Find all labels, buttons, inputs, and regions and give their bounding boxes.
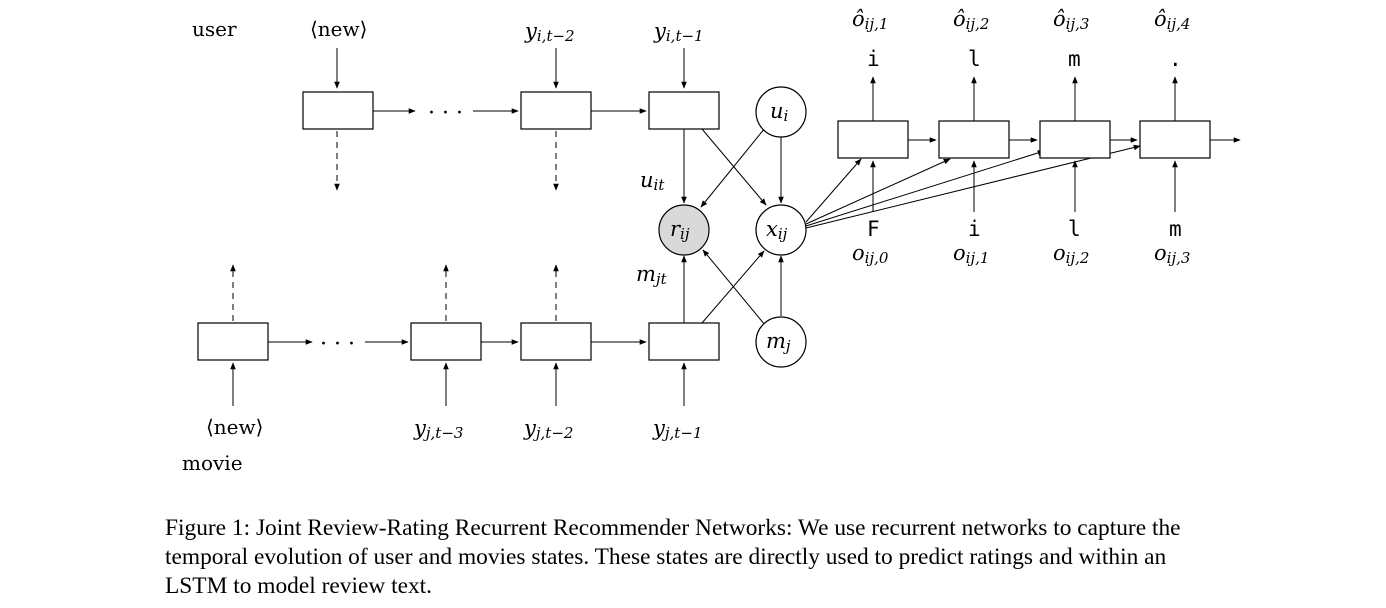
movie-input-y-t3: yj,t−3 xyxy=(413,416,463,442)
user-state-label: uit xyxy=(640,168,665,194)
user-ellipsis: · · · xyxy=(428,101,463,126)
lstm-cell-4 xyxy=(1139,120,1211,159)
lstm-cell-2 xyxy=(938,120,1010,159)
rrn-diagram: user movie ⟨new⟩ ⟨new⟩ yi,t−2 yi,t−1 yj,… xyxy=(182,7,1241,475)
lstm-output-4-label: ôij,4 xyxy=(1154,7,1190,33)
joint-node-label: xij xyxy=(766,217,788,243)
movie-rnn-cell-3 xyxy=(520,322,592,361)
movie-embedding-label: mj xyxy=(766,329,791,355)
user-new-token: ⟨new⟩ xyxy=(310,17,367,41)
movie-input-y-t2: yj,t−2 xyxy=(523,416,573,442)
user-embedding-label: ui xyxy=(770,99,789,125)
movie-state-label: mjt xyxy=(636,262,668,288)
lstm-output-2-label: ôij,2 xyxy=(953,7,989,33)
user-rnn-cell-1 xyxy=(302,91,374,130)
lstm-input-3-label: oij,2 xyxy=(1053,241,1089,267)
movie-rnn-cell-4 xyxy=(648,322,720,361)
user-row-label: user xyxy=(192,17,237,41)
figure-caption: Figure 1: Joint Review-Rating Recurrent … xyxy=(165,515,1181,599)
lstm-cell-1 xyxy=(837,120,909,159)
movie-rnn-cell-1 xyxy=(197,322,269,361)
movie-embedding-node-m-j xyxy=(755,316,807,368)
lstm-input-1-char: F xyxy=(867,217,880,241)
user-input-y-t1: yi,t−1 xyxy=(653,19,704,45)
user-rnn-cell-3 xyxy=(648,91,720,130)
lstm-output-4-char: . xyxy=(1169,47,1182,71)
lstm-input-4-char: m xyxy=(1169,217,1182,241)
lstm-input-1-label: oij,0 xyxy=(852,241,889,267)
movie-input-y-t1: yj,t−1 xyxy=(652,416,702,442)
lstm-output-2-char: l xyxy=(968,47,981,71)
lstm-input-2-char: i xyxy=(968,217,981,241)
movie-ellipsis: · · · xyxy=(320,332,355,357)
lstm-output-1-char: i xyxy=(867,47,880,71)
rating-node-r-ij xyxy=(658,204,710,256)
lstm-cell-3 xyxy=(1039,120,1111,159)
lstm-input-3-char: l xyxy=(1068,217,1081,241)
movie-row-label: movie xyxy=(182,451,243,475)
joint-node-x-ij xyxy=(755,204,807,256)
rating-node-label: rij xyxy=(670,217,690,243)
lstm-output-1-label: ôij,1 xyxy=(852,7,888,33)
user-input-y-t2: yi,t−2 xyxy=(524,19,575,45)
lstm-output-3-char: m xyxy=(1068,47,1081,71)
lstm-output-3-label: ôij,3 xyxy=(1053,7,1089,33)
lstm-input-2-label: oij,1 xyxy=(953,241,989,267)
user-rnn-cell-2 xyxy=(520,91,592,130)
movie-rnn-cell-2 xyxy=(410,322,482,361)
movie-new-token: ⟨new⟩ xyxy=(206,415,263,439)
user-embedding-node-u-i xyxy=(755,86,807,138)
lstm-input-4-label: oij,3 xyxy=(1154,241,1190,267)
